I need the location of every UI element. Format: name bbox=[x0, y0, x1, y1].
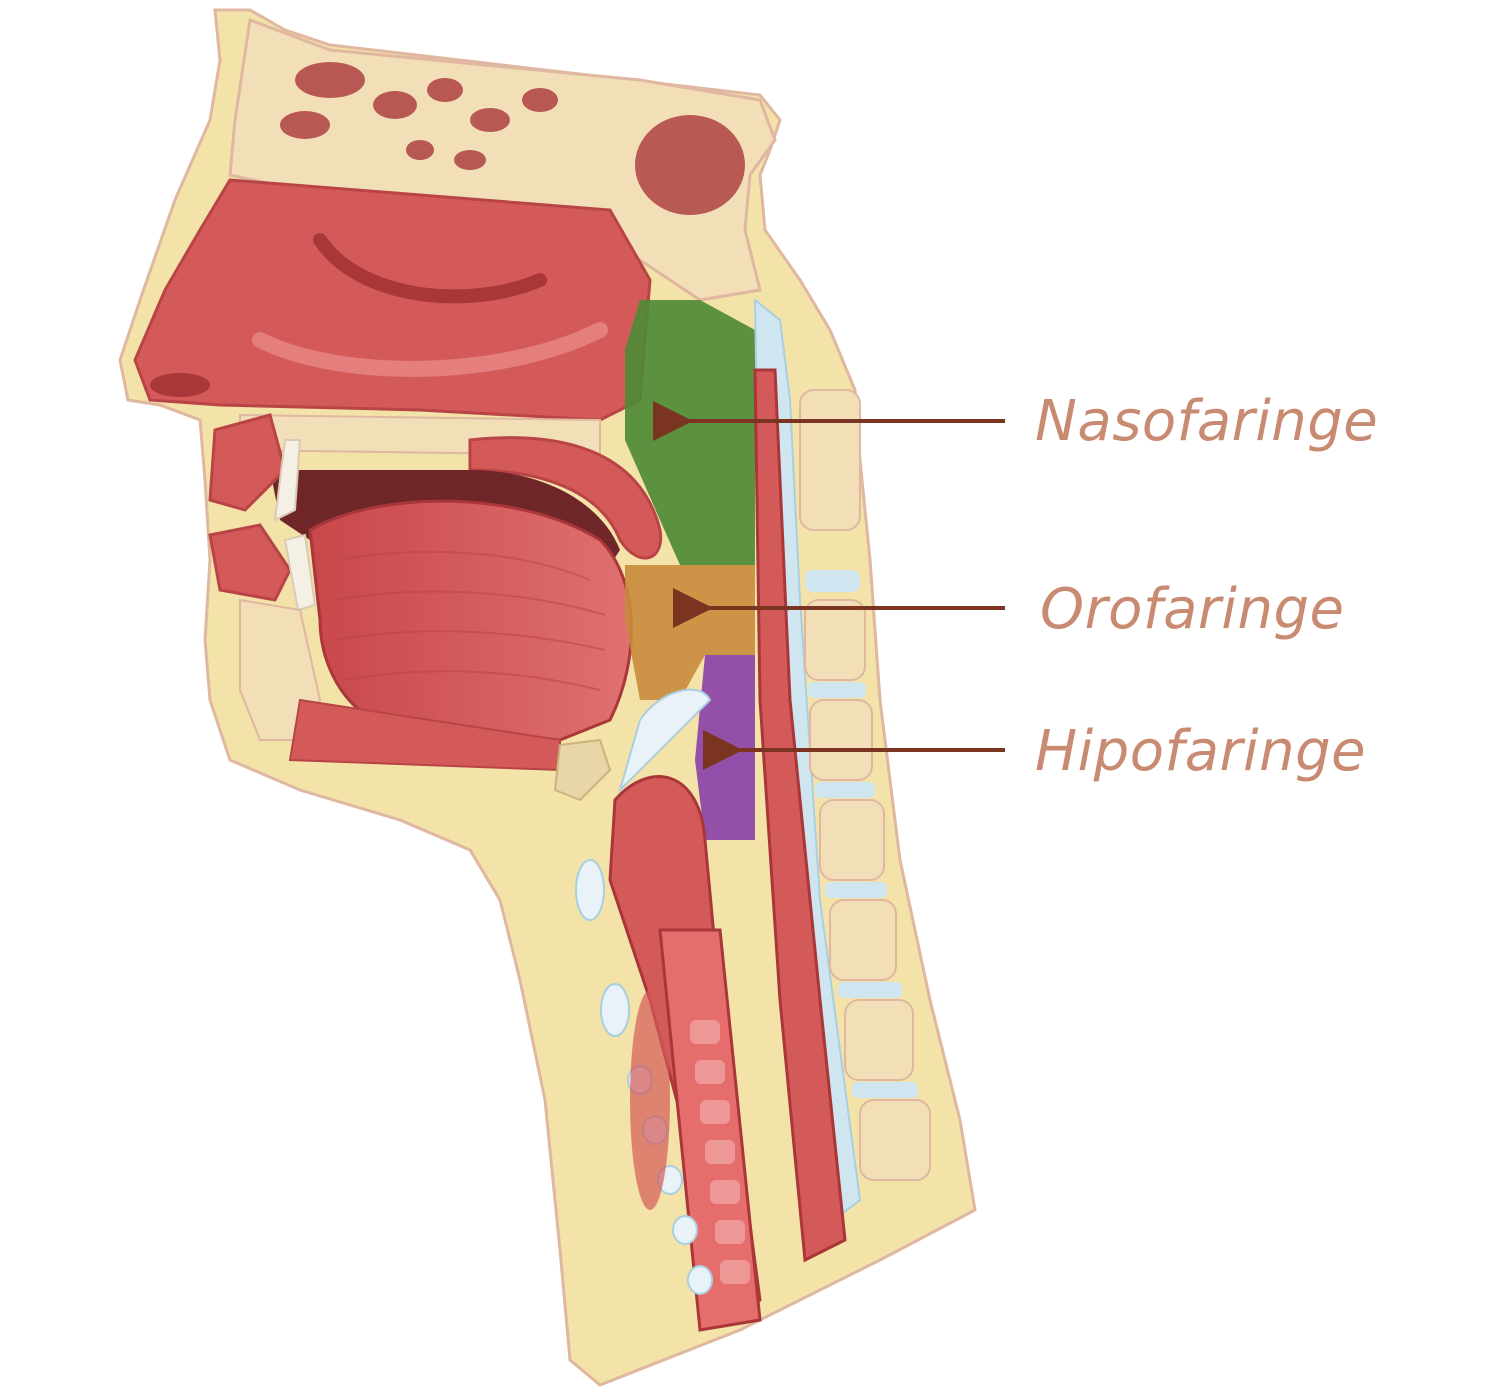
nasal-cavity bbox=[133, 178, 652, 422]
teeth bbox=[273, 439, 317, 612]
epiglottis bbox=[617, 688, 712, 794]
tracheal-rings bbox=[690, 1020, 750, 1284]
oropharynx-zone bbox=[625, 565, 755, 700]
tongue-striations bbox=[334, 550, 606, 691]
thyroid-gland bbox=[630, 990, 670, 1210]
oropharynx-label: Orofaringe bbox=[1040, 577, 1344, 642]
esophagus bbox=[753, 368, 847, 1263]
nasal-turbinate-upper bbox=[313, 233, 547, 304]
nasal-turbinate-lower bbox=[252, 322, 608, 377]
lower-lip bbox=[208, 523, 292, 602]
cervical-vertebrae bbox=[799, 389, 931, 1181]
soft-palate bbox=[468, 436, 663, 560]
nostril bbox=[150, 373, 210, 397]
hyoid-bone bbox=[553, 738, 612, 802]
tongue bbox=[308, 499, 633, 742]
upper-lip bbox=[208, 413, 287, 512]
hypopharynx-label: Hipofaringe bbox=[1035, 719, 1366, 784]
sinus-cavities bbox=[280, 62, 745, 215]
intervertebral-discs bbox=[805, 570, 918, 1098]
hypopharynx-zone bbox=[695, 655, 755, 840]
thyroid-cartilage bbox=[575, 859, 713, 1295]
nasopharynx-label: Nasofaringe bbox=[1035, 389, 1378, 454]
